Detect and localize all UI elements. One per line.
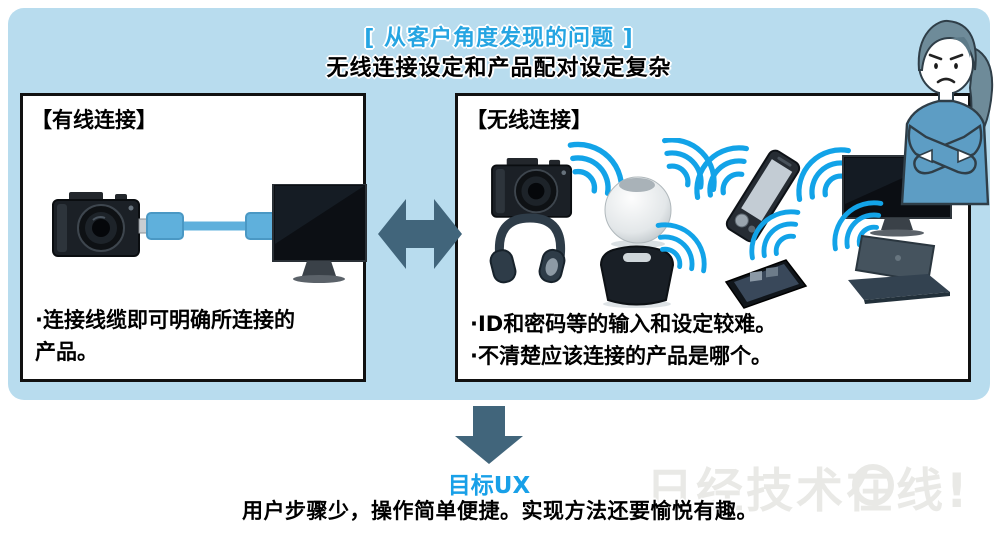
laptop-icon xyxy=(848,234,950,304)
camera-icon xyxy=(491,158,573,218)
eye-left xyxy=(934,63,938,69)
hair xyxy=(917,19,977,71)
wifi-signal-icon xyxy=(685,138,757,208)
magnifier-circle-icon xyxy=(852,464,894,506)
tablet-icon xyxy=(724,259,808,309)
wifi-signal-icon xyxy=(648,214,715,281)
eyebrow-left xyxy=(928,53,943,61)
double-arrow-icon xyxy=(378,199,462,269)
wifi-signal-icon xyxy=(824,192,891,259)
camera-icon xyxy=(52,192,140,257)
wireless-box-header: 【无线连接】 xyxy=(466,108,592,132)
eye-right xyxy=(954,63,958,69)
hair-strand xyxy=(950,37,971,58)
wired-connection-illustration xyxy=(52,184,367,283)
goal-description: 用户步骤少，操作简单便捷。实现方法还要愉悦有趣。 xyxy=(242,499,758,523)
wireless-note-line1: ·ID和密码等的输入和设定较难。 xyxy=(470,312,777,336)
usb-cable-icon xyxy=(138,212,291,240)
headphones-icon xyxy=(489,213,566,284)
speaker-icon xyxy=(599,245,675,308)
eyebrow-right xyxy=(949,53,964,61)
goal-ux-label: 目标UX xyxy=(447,473,531,499)
wireless-note-line2: ·不清楚应该连接的产品是哪个。 xyxy=(470,344,772,368)
wired-box-header: 【有线连接】 xyxy=(31,108,157,132)
smartphone-icon xyxy=(725,149,801,243)
wired-note-line2: 产品。 xyxy=(35,340,98,364)
down-arrow-icon xyxy=(455,406,523,464)
watermark-text-left: 日经技术 xyxy=(646,464,846,519)
watermark: 日经技术在线! xyxy=(646,452,970,521)
wired-connection-box: 【有线连接】 xyxy=(20,93,367,382)
wifi-signal-icon xyxy=(559,138,634,207)
wifi-signal-icon xyxy=(787,138,859,210)
frown-mouth xyxy=(936,77,956,84)
wired-note: ·连接线缆即可明确所连接的 产品。 xyxy=(35,304,295,368)
ball-speaker-icon xyxy=(604,176,672,248)
wifi-signal-icon xyxy=(654,138,726,200)
wireless-note: ·ID和密码等的输入和设定较难。 ·不清楚应该连接的产品是哪个。 xyxy=(470,308,776,372)
wifi-signal-icon xyxy=(741,201,808,268)
problem-panel: [ 从客户角度发现的问题 ] 无线连接设定和产品配对设定复杂 【有线连接】 xyxy=(8,8,994,400)
frustrated-user-illustration xyxy=(900,19,994,206)
panel-subtitle: 无线连接设定和产品配对设定复杂 xyxy=(326,56,672,81)
hand-right xyxy=(957,148,975,164)
wired-note-line1: ·连接线缆即可明确所连接的 xyxy=(35,308,295,332)
panel-title: [ 从客户角度发现的问题 ] xyxy=(364,26,634,51)
tv-icon xyxy=(272,184,367,283)
